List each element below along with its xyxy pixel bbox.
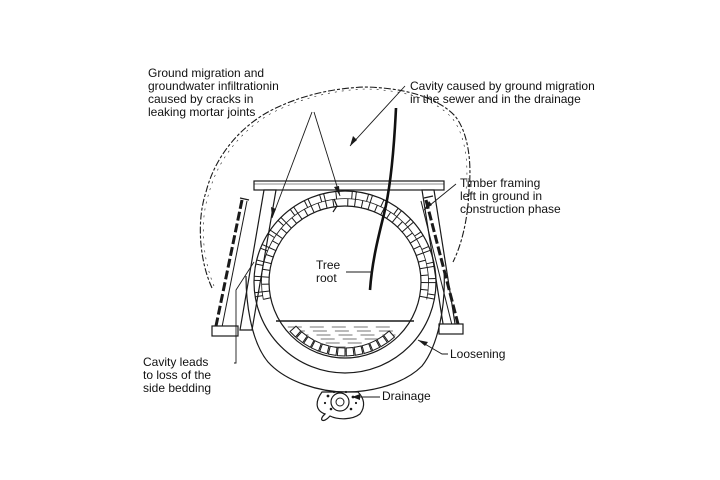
right-sheeting-wall (424, 199, 460, 325)
label-drainage: Drainage (382, 389, 431, 403)
label-ground-migration: Ground migration and groundwater infiltr… (148, 66, 279, 119)
cavity-outline-inner (202, 88, 468, 287)
sewer-pipe-bore (268, 205, 422, 359)
leader-cavity-sewer (349, 85, 406, 147)
leader-ground-migration-2 (313, 111, 341, 197)
label-cavity-bedding: Cavity leads to loss of the side bedding (143, 355, 212, 395)
leader-ground-migration-1 (271, 111, 313, 219)
label-loosening: Loosening (450, 347, 506, 361)
cavity-outline (199, 86, 471, 289)
tree-root (368, 107, 398, 291)
leader-cavity-bedding (234, 261, 255, 364)
label-cavity-sewer: Cavity caused by ground migration in the… (410, 79, 595, 106)
label-timber-framing: Timber framing left in ground in constru… (460, 176, 561, 216)
label-tree-root: Tree root (316, 258, 341, 285)
right-footing (438, 323, 464, 335)
left-sheeting-wall (214, 199, 244, 327)
drainage-pipe (316, 390, 365, 422)
timber-plank (253, 180, 445, 191)
crown-crack (332, 198, 338, 213)
left-footing (211, 325, 239, 337)
sewer-brick-ring-outer (253, 190, 437, 374)
right-strut (421, 189, 457, 331)
